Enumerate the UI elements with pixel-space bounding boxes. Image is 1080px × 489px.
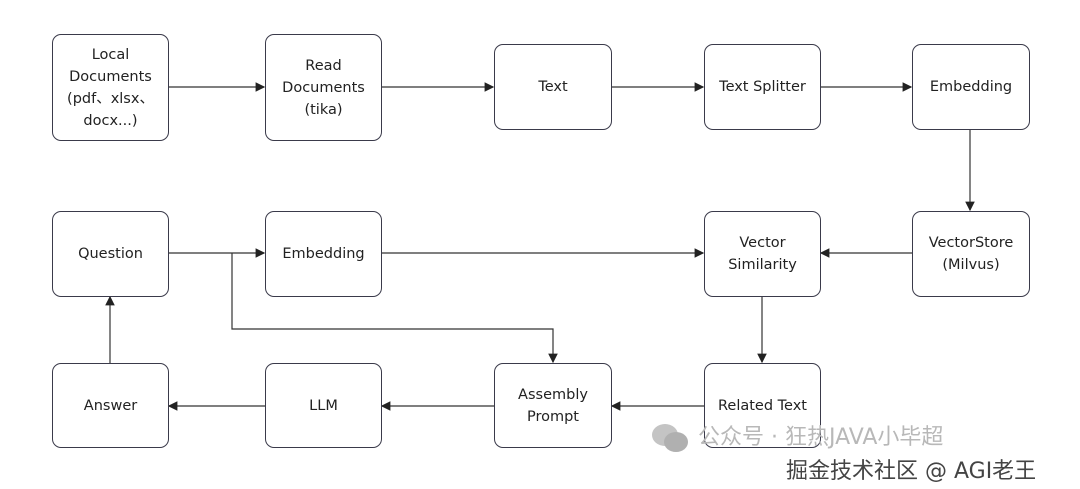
node-vector-similarity: Vector Similarity	[704, 211, 821, 297]
node-related-text: Related Text	[704, 363, 821, 448]
node-text-splitter: Text Splitter	[704, 44, 821, 130]
node-embedding-mid: Embedding	[265, 211, 382, 297]
node-vectorstore: VectorStore (Milvus)	[912, 211, 1030, 297]
node-embedding-top: Embedding	[912, 44, 1030, 130]
wechat-watermark-text: 公众号 · 狂热JAVA小毕超	[698, 425, 944, 450]
wechat-icon	[652, 424, 688, 452]
node-llm: LLM	[265, 363, 382, 448]
node-local-documents: Local Documents (pdf、xlsx、 docx...)	[52, 34, 169, 141]
node-text: Text	[494, 44, 612, 130]
juejin-watermark: 掘金技术社区 @ AGI老王	[786, 459, 1037, 484]
arrow-question-to-assembly	[231, 253, 558, 364]
node-assembly-prompt: Assembly Prompt	[494, 363, 612, 448]
node-question: Question	[52, 211, 169, 297]
wechat-watermark: 公众号 · 狂热JAVA小毕超	[650, 422, 943, 454]
node-answer: Answer	[52, 363, 169, 448]
node-read-documents: Read Documents (tika)	[265, 34, 382, 141]
